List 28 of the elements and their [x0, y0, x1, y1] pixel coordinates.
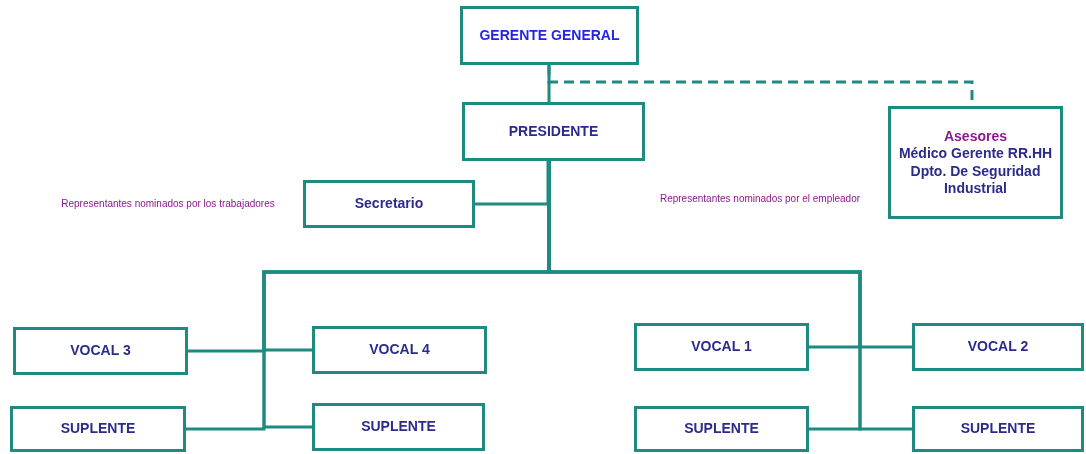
box-title: VOCAL 1 [691, 338, 752, 356]
box-title: SUPLENTE [960, 420, 1036, 438]
org-box [888, 106, 1063, 219]
org-box [634, 323, 809, 371]
org-box [13, 327, 188, 375]
box-title: VOCAL 3 [70, 342, 131, 360]
box-title: Secretario [354, 195, 424, 213]
org-box [10, 406, 186, 452]
box-title: Asesores [943, 127, 1007, 145]
org-box [460, 6, 639, 65]
org-box [312, 403, 485, 451]
org-box [634, 406, 809, 452]
org-box [312, 326, 487, 374]
note-text: Representantes nominados por el empleador [658, 193, 862, 205]
box-title: VOCAL 2 [967, 338, 1029, 356]
box-title: PRESIDENTE [508, 122, 599, 141]
box-title: SUPLENTE [361, 418, 436, 436]
org-box [303, 180, 475, 228]
org-box [462, 102, 645, 161]
org-box [912, 323, 1084, 371]
box-title: SUPLENTE [684, 420, 759, 438]
box-title: VOCAL 4 [369, 341, 430, 359]
connector-line [475, 161, 550, 206]
org-box [912, 406, 1084, 452]
note-text: Representantes nominados por los trabajadores [60, 198, 276, 210]
box-title: SUPLENTE [60, 420, 136, 438]
box-text: Médico Gerente RR.HH Dpto. De Seguridad Industrial [897, 145, 1054, 198]
box-title: GERENTE GENERAL [479, 26, 620, 45]
